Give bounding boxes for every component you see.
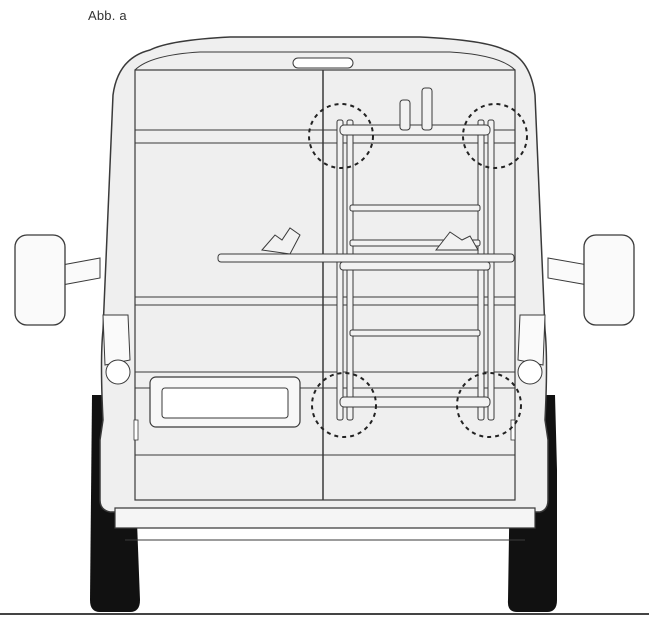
bike-carrier — [217, 87, 515, 421]
mount-marker-top-left — [308, 103, 374, 169]
right-tail-light — [517, 314, 546, 366]
bike-rail-horizontal — [217, 253, 515, 263]
left-mirror-arm — [61, 257, 101, 286]
carrier-rung-1 — [349, 204, 481, 212]
carrier-top-bar — [339, 124, 491, 136]
roof-line — [134, 51, 516, 71]
top-clamp-right — [421, 87, 433, 131]
left-lamp — [105, 359, 131, 385]
mount-marker-top-right — [462, 103, 528, 169]
bike-holder-right — [434, 231, 479, 251]
left-door-latch — [133, 419, 139, 441]
bike-holder-left — [261, 227, 301, 255]
carrier-rung-3 — [349, 329, 481, 337]
third-brake-light — [292, 57, 354, 69]
figure-caption: Abb. a — [88, 8, 127, 23]
mount-marker-bottom-right — [456, 372, 522, 438]
right-door-latch — [510, 419, 516, 441]
license-plate — [161, 387, 289, 419]
left-tail-light — [102, 314, 131, 366]
right-mirror — [583, 234, 635, 326]
bike-rail-lower — [339, 261, 491, 271]
carrier-bottom-bar — [339, 396, 491, 408]
mount-marker-bottom-left — [311, 372, 377, 438]
left-mirror — [14, 234, 66, 326]
top-clamp-left — [399, 99, 411, 131]
rear-bumper — [114, 507, 536, 529]
right-lamp — [517, 359, 543, 385]
right-mirror-arm — [547, 257, 589, 286]
rear-door-frame — [134, 69, 516, 501]
